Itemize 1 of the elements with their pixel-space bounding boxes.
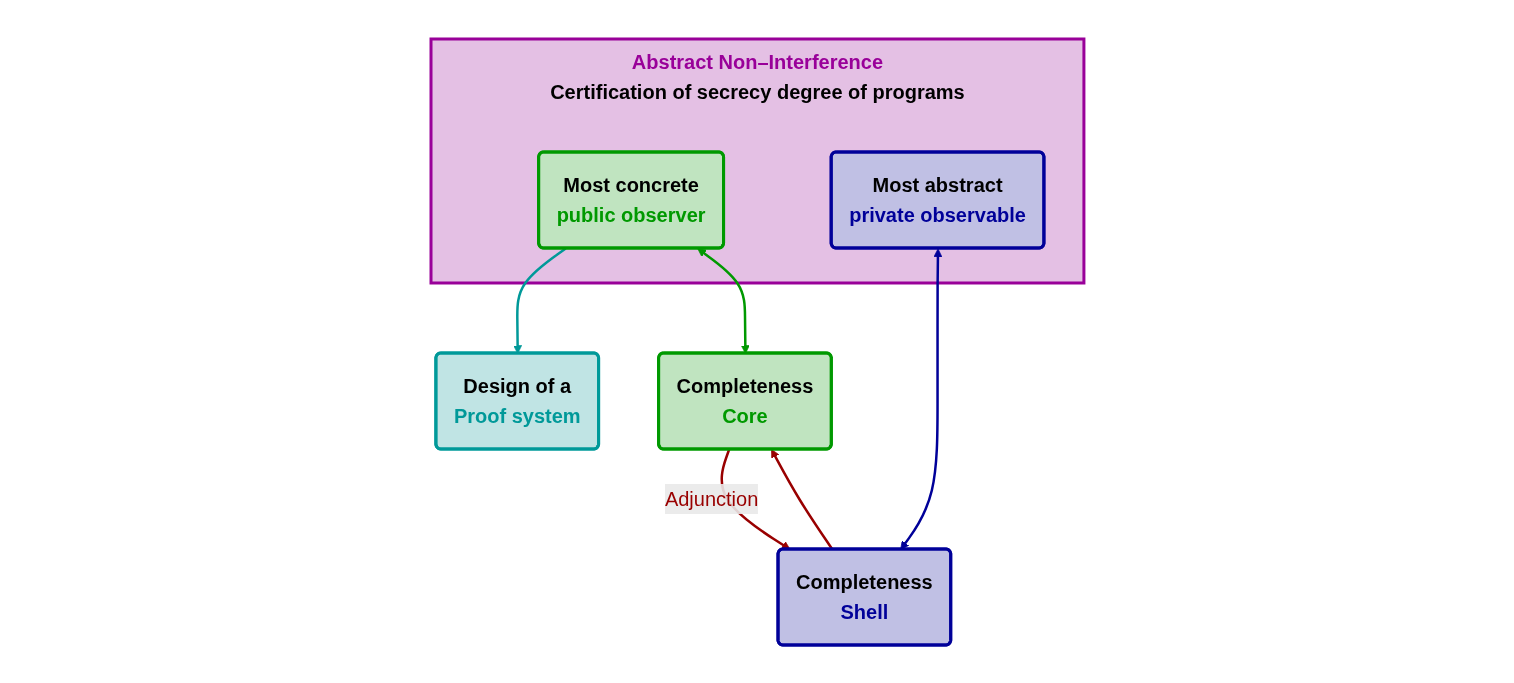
edge-label: Adjunction (664, 487, 758, 510)
